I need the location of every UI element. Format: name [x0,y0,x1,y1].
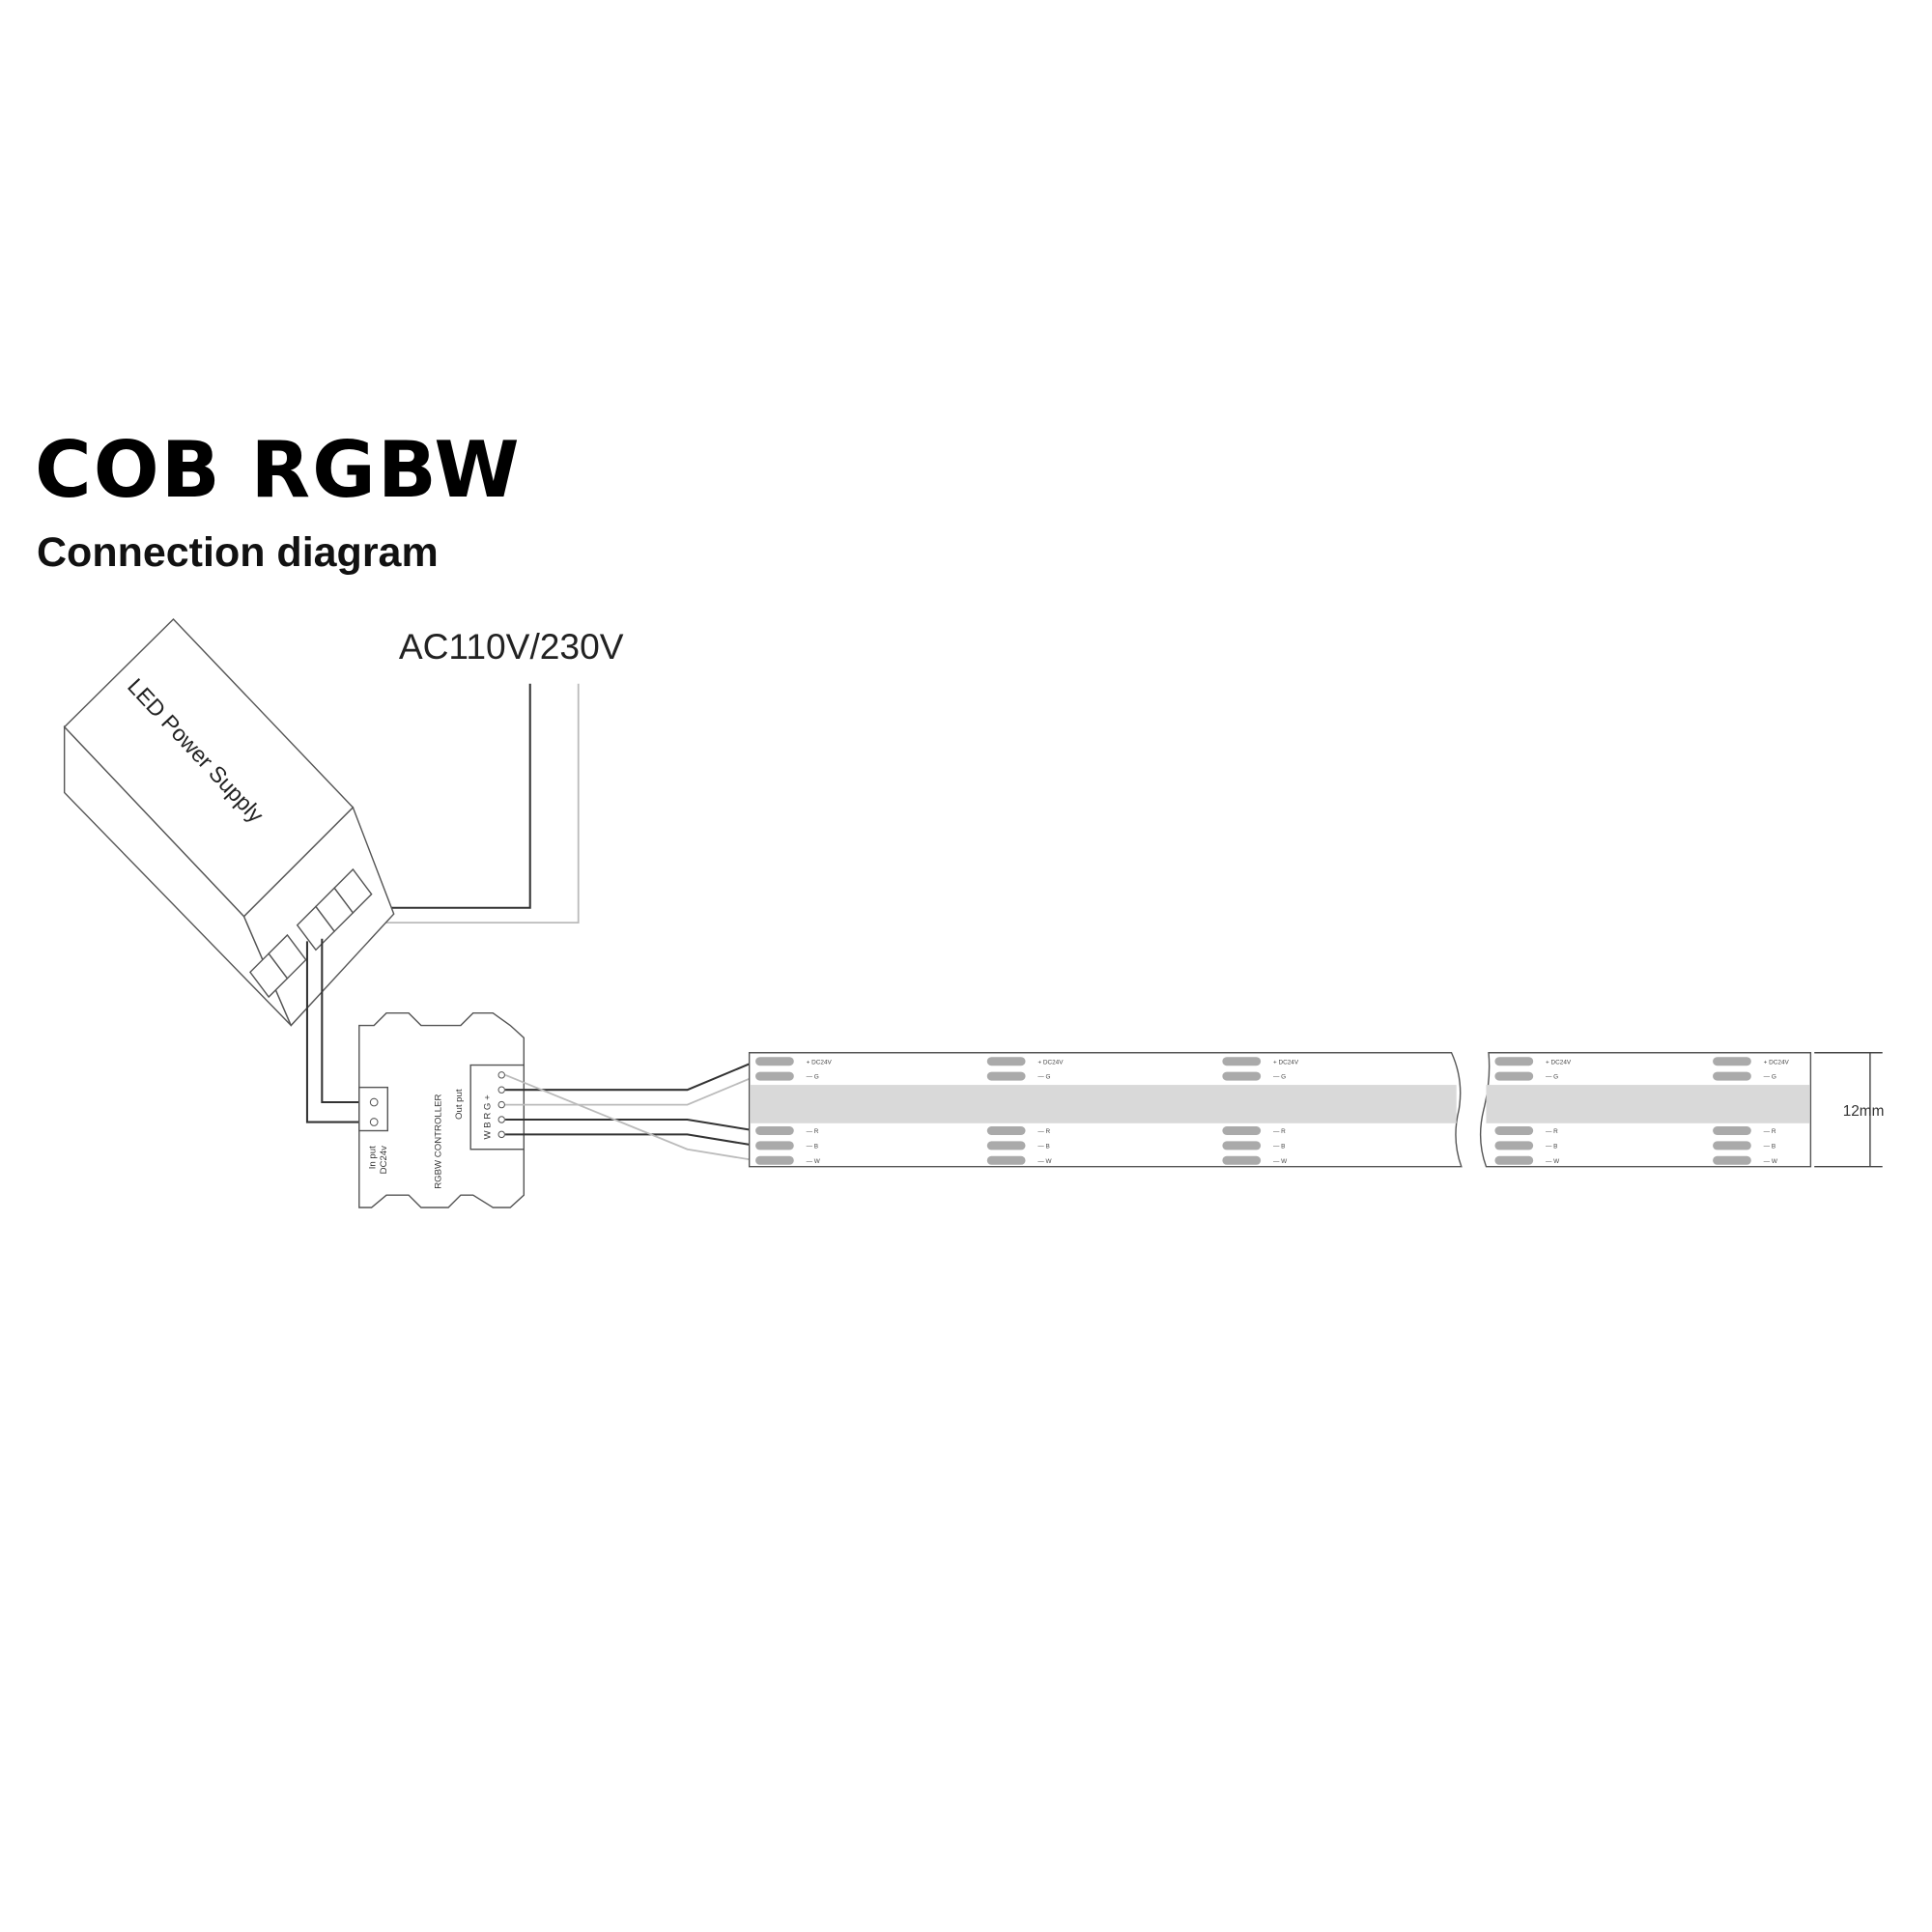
pad-label: — B [1546,1143,1557,1150]
strip-width-label: 12mm [1843,1103,1885,1120]
led-pad [1713,1141,1751,1151]
pad-label: — G [807,1074,819,1081]
led-pad [1222,1071,1262,1081]
controller-output-pins: W B R G + [483,1094,494,1140]
wire-plus [505,1060,756,1092]
led-pad [986,1126,1026,1135]
subtitle: Connection diagram [37,529,439,576]
pad-label: — R [1546,1128,1558,1135]
dc-wire-neg [305,941,370,1123]
pad-label: — W [1273,1158,1288,1165]
terminal-block [249,867,373,999]
pad-label: + DC24V [807,1059,833,1065]
rgbw-controller: In put DC24v RGBW CONTROLLER Out put W B… [358,1012,526,1208]
pad-label: — B [807,1143,818,1150]
led-pad [1494,1057,1534,1066]
controller-label: RGBW CONTROLLER [433,1094,443,1188]
led-pad [986,1141,1026,1151]
mains-wire-l [365,683,531,909]
controller-input-voltage: DC24v [379,1146,389,1175]
pad-label: + DC24V [1764,1059,1790,1065]
pad-label: — W [1764,1158,1778,1165]
pad-label: — W [1037,1158,1052,1165]
pad-label: + DC24V [1546,1059,1572,1065]
led-pad [755,1155,794,1165]
led-pad [1494,1155,1534,1165]
pad-label: + DC24V [1037,1059,1064,1065]
led-pad [1222,1155,1262,1165]
led-pad [1494,1126,1534,1135]
pad-label: — G [1037,1074,1050,1081]
led-pad [755,1057,794,1066]
led-pad [986,1155,1026,1165]
power-supply: LED Power Supply [63,618,395,1027]
led-pad [1713,1155,1751,1165]
pad-label: — W [1546,1158,1560,1165]
pad-label: — G [1764,1074,1776,1081]
pad-label: — B [1273,1143,1285,1150]
led-pad [755,1071,794,1081]
led-pad [1494,1141,1534,1151]
led-pad [1494,1071,1534,1081]
led-pad [1713,1126,1751,1135]
dc-wire-pos [321,938,370,1104]
led-pad [1222,1126,1262,1135]
led-pad [986,1057,1026,1066]
pad-label: — W [807,1158,821,1165]
led-pad [1713,1057,1751,1066]
pad-label: — R [1037,1128,1050,1135]
wire-b [505,1133,756,1147]
pad-label: — B [1764,1143,1776,1150]
led-pad [1713,1071,1751,1081]
pad-label: — R [1273,1128,1286,1135]
wire-r [505,1118,756,1132]
output-terminals [369,1071,505,1139]
led-pad [1222,1141,1262,1151]
pad-label: — B [1037,1143,1049,1150]
mains-label: AC110V/230V [399,626,624,667]
pad-label: — G [1273,1074,1286,1081]
pad-label: — R [1764,1128,1776,1135]
pad-label: — G [1546,1074,1558,1081]
pad-label: — R [807,1128,819,1135]
led-pad [1222,1057,1262,1066]
controller-output-label: Out put [454,1089,465,1120]
wire-w [504,1073,756,1162]
controller-input-label: In put [367,1146,378,1169]
led-pad [755,1141,794,1151]
led-strip: + DC24V — G — R — B — W + DC24V — G — R — B — W + … [748,1052,1885,1168]
pad-label: + DC24V [1273,1059,1299,1065]
wire-g [505,1075,756,1106]
led-pad [755,1126,794,1135]
title: COB RGBW [35,425,522,515]
led-pad [986,1071,1026,1081]
mains-wire-n [356,683,580,924]
